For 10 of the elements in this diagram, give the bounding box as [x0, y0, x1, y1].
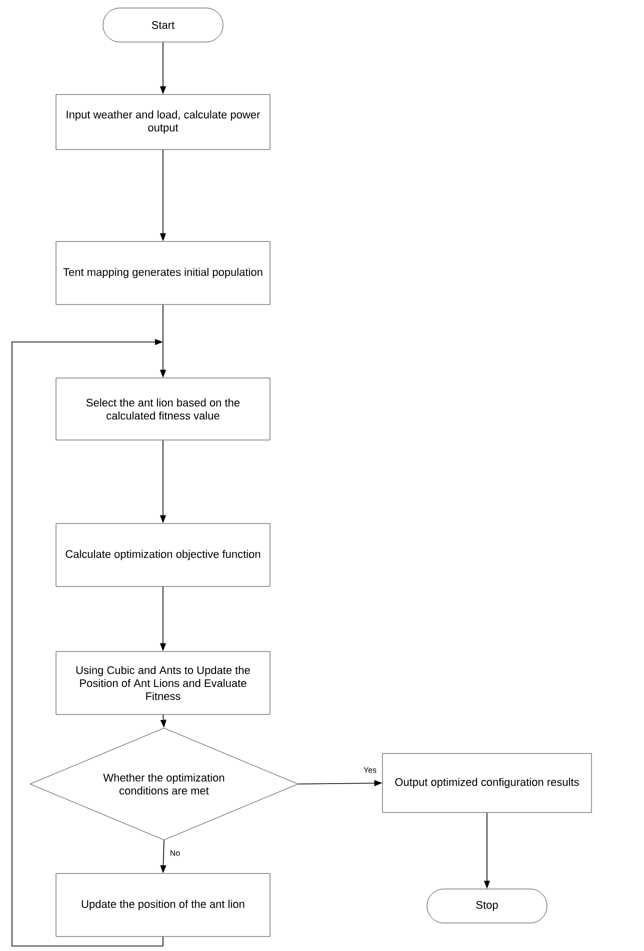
process-box: Using Cubic and Ants to Update the Position of Ant Lions and Evaluate Fitness — [56, 651, 270, 715]
edge-label: No — [168, 849, 182, 857]
process-box: Tent mapping generates initial population — [56, 241, 270, 305]
process-box: Output optimized configuration results — [382, 753, 592, 813]
edge-label: Yes — [362, 766, 378, 774]
process-box: Select the ant lion based on the calculated fitness value — [56, 378, 270, 440]
arrow — [12, 338, 164, 946]
process-box: Input weather and load, calculate power output — [56, 94, 270, 150]
process-box: Update the position of the ant lion — [56, 873, 270, 937]
process-box: Calculate optimization objective function — [56, 523, 270, 587]
